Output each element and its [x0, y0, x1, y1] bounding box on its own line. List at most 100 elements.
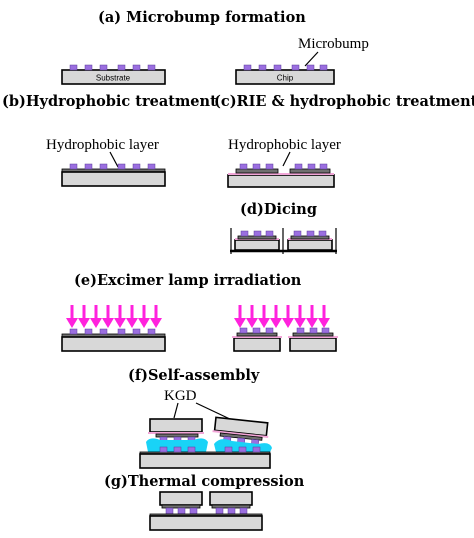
- microbump: [306, 64, 315, 71]
- microbump: [147, 64, 156, 71]
- microbump: [99, 64, 108, 71]
- uv-arrow: [138, 305, 150, 328]
- microbump: [239, 327, 248, 334]
- microbump: [243, 64, 252, 71]
- hydrophobic-pad: [290, 235, 330, 240]
- uv-arrows-left: [66, 305, 162, 328]
- kgd-label: KGD: [164, 388, 197, 404]
- chip-die: [287, 239, 333, 251]
- microbump: [252, 446, 261, 453]
- microbump: [132, 64, 141, 71]
- wafer-base: [227, 174, 335, 188]
- uv-arrow: [102, 305, 114, 328]
- hydrophobic-pad: [237, 235, 277, 240]
- substrate-base: [149, 515, 263, 531]
- hydrophobic-pad: [155, 433, 199, 438]
- microbump: [291, 64, 300, 71]
- chip-base: [235, 69, 335, 85]
- microbump: [265, 230, 274, 237]
- microbump: [165, 507, 174, 515]
- diced-chips-d: [230, 228, 337, 254]
- chips-e: [232, 327, 338, 352]
- microbump: [99, 163, 108, 170]
- chip-label: Chip: [277, 74, 294, 83]
- hydrophobic-leader-line: [109, 151, 119, 168]
- kgd-chip: [159, 491, 203, 506]
- uv-arrow: [66, 305, 78, 328]
- microbump: [147, 163, 156, 170]
- kgd-leader-line: [195, 402, 233, 421]
- substrate-e: [61, 328, 166, 352]
- microbump: [189, 507, 198, 515]
- uv-arrow: [90, 305, 102, 328]
- microbump: [273, 64, 282, 71]
- microbump: [132, 328, 141, 335]
- kgd-chip: [149, 418, 203, 433]
- substrate-base: [139, 453, 271, 469]
- chip-die: [234, 239, 280, 251]
- microbump: [173, 446, 182, 453]
- microbump: [252, 163, 261, 170]
- microbump: [238, 446, 247, 453]
- thermal-compression-g: [149, 491, 263, 531]
- uv-arrow: [234, 305, 246, 328]
- uv-arrow: [270, 305, 282, 328]
- microbump: [132, 163, 141, 170]
- chip-die: [233, 337, 281, 352]
- hydrophobic-pad: [236, 332, 278, 337]
- step-c-title: (c)RIE & hydrophobic treatment: [214, 93, 474, 110]
- microbump: [99, 328, 108, 335]
- hydrophilic-surface: [148, 432, 204, 434]
- kgd-chip: [209, 491, 253, 506]
- substrate-base: [61, 69, 166, 85]
- microbump: [84, 64, 93, 71]
- microbump: [319, 163, 328, 170]
- hydrophilic-surface: [232, 336, 282, 338]
- uv-arrows-right: [234, 305, 330, 328]
- microbump: [307, 163, 316, 170]
- uv-arrow: [258, 305, 270, 328]
- microbump-label: Microbump: [298, 36, 369, 52]
- hydrophobic-pad: [235, 168, 279, 174]
- kgd-leader-line: [173, 402, 179, 419]
- hydrophobic-pad: [211, 504, 251, 509]
- uv-arrow: [294, 305, 306, 328]
- uv-arrow: [78, 305, 90, 328]
- microbump: [69, 64, 78, 71]
- microbump: [321, 327, 330, 334]
- hydrophobic-leader-line: [282, 151, 291, 167]
- uv-arrow: [150, 305, 162, 328]
- step-g-title: (g)Thermal compression: [104, 473, 305, 490]
- microbump: [117, 163, 126, 170]
- microbump: [265, 163, 274, 170]
- microbump: [147, 328, 156, 335]
- uv-arrow: [282, 305, 294, 328]
- microbump: [318, 230, 327, 237]
- microbump: [319, 64, 328, 71]
- step-f-title: (f)Self-assembly: [128, 367, 260, 384]
- microbump: [84, 163, 93, 170]
- microbump: [69, 163, 78, 170]
- step-a-title: (a) Microbump formation: [98, 9, 306, 26]
- uv-arrow: [114, 305, 126, 328]
- microbump: [240, 230, 249, 237]
- hydrophobic-pad: [289, 168, 331, 174]
- microbump: [309, 327, 318, 334]
- uv-arrow: [126, 305, 138, 328]
- hydrophilic-surface: [228, 173, 334, 175]
- step-e-title: (e)Excimer lamp irradiation: [74, 272, 302, 289]
- hydrophobic-layer-label-c: Hydrophobic layer: [228, 137, 341, 153]
- uv-arrow: [246, 305, 258, 328]
- self-assembly-f: [139, 416, 272, 469]
- microbump: [239, 507, 248, 515]
- hydrophilic-surface: [212, 430, 269, 438]
- chip-a: Chip Microbump: [235, 36, 369, 85]
- substrate-label: Substrate: [96, 74, 131, 83]
- chip-wafer-c: Hydrophobic layer: [227, 137, 341, 188]
- substrate-b: Hydrophobic layer: [46, 137, 166, 187]
- microbump: [117, 328, 126, 335]
- microbump: [215, 507, 224, 515]
- microbump: [252, 327, 261, 334]
